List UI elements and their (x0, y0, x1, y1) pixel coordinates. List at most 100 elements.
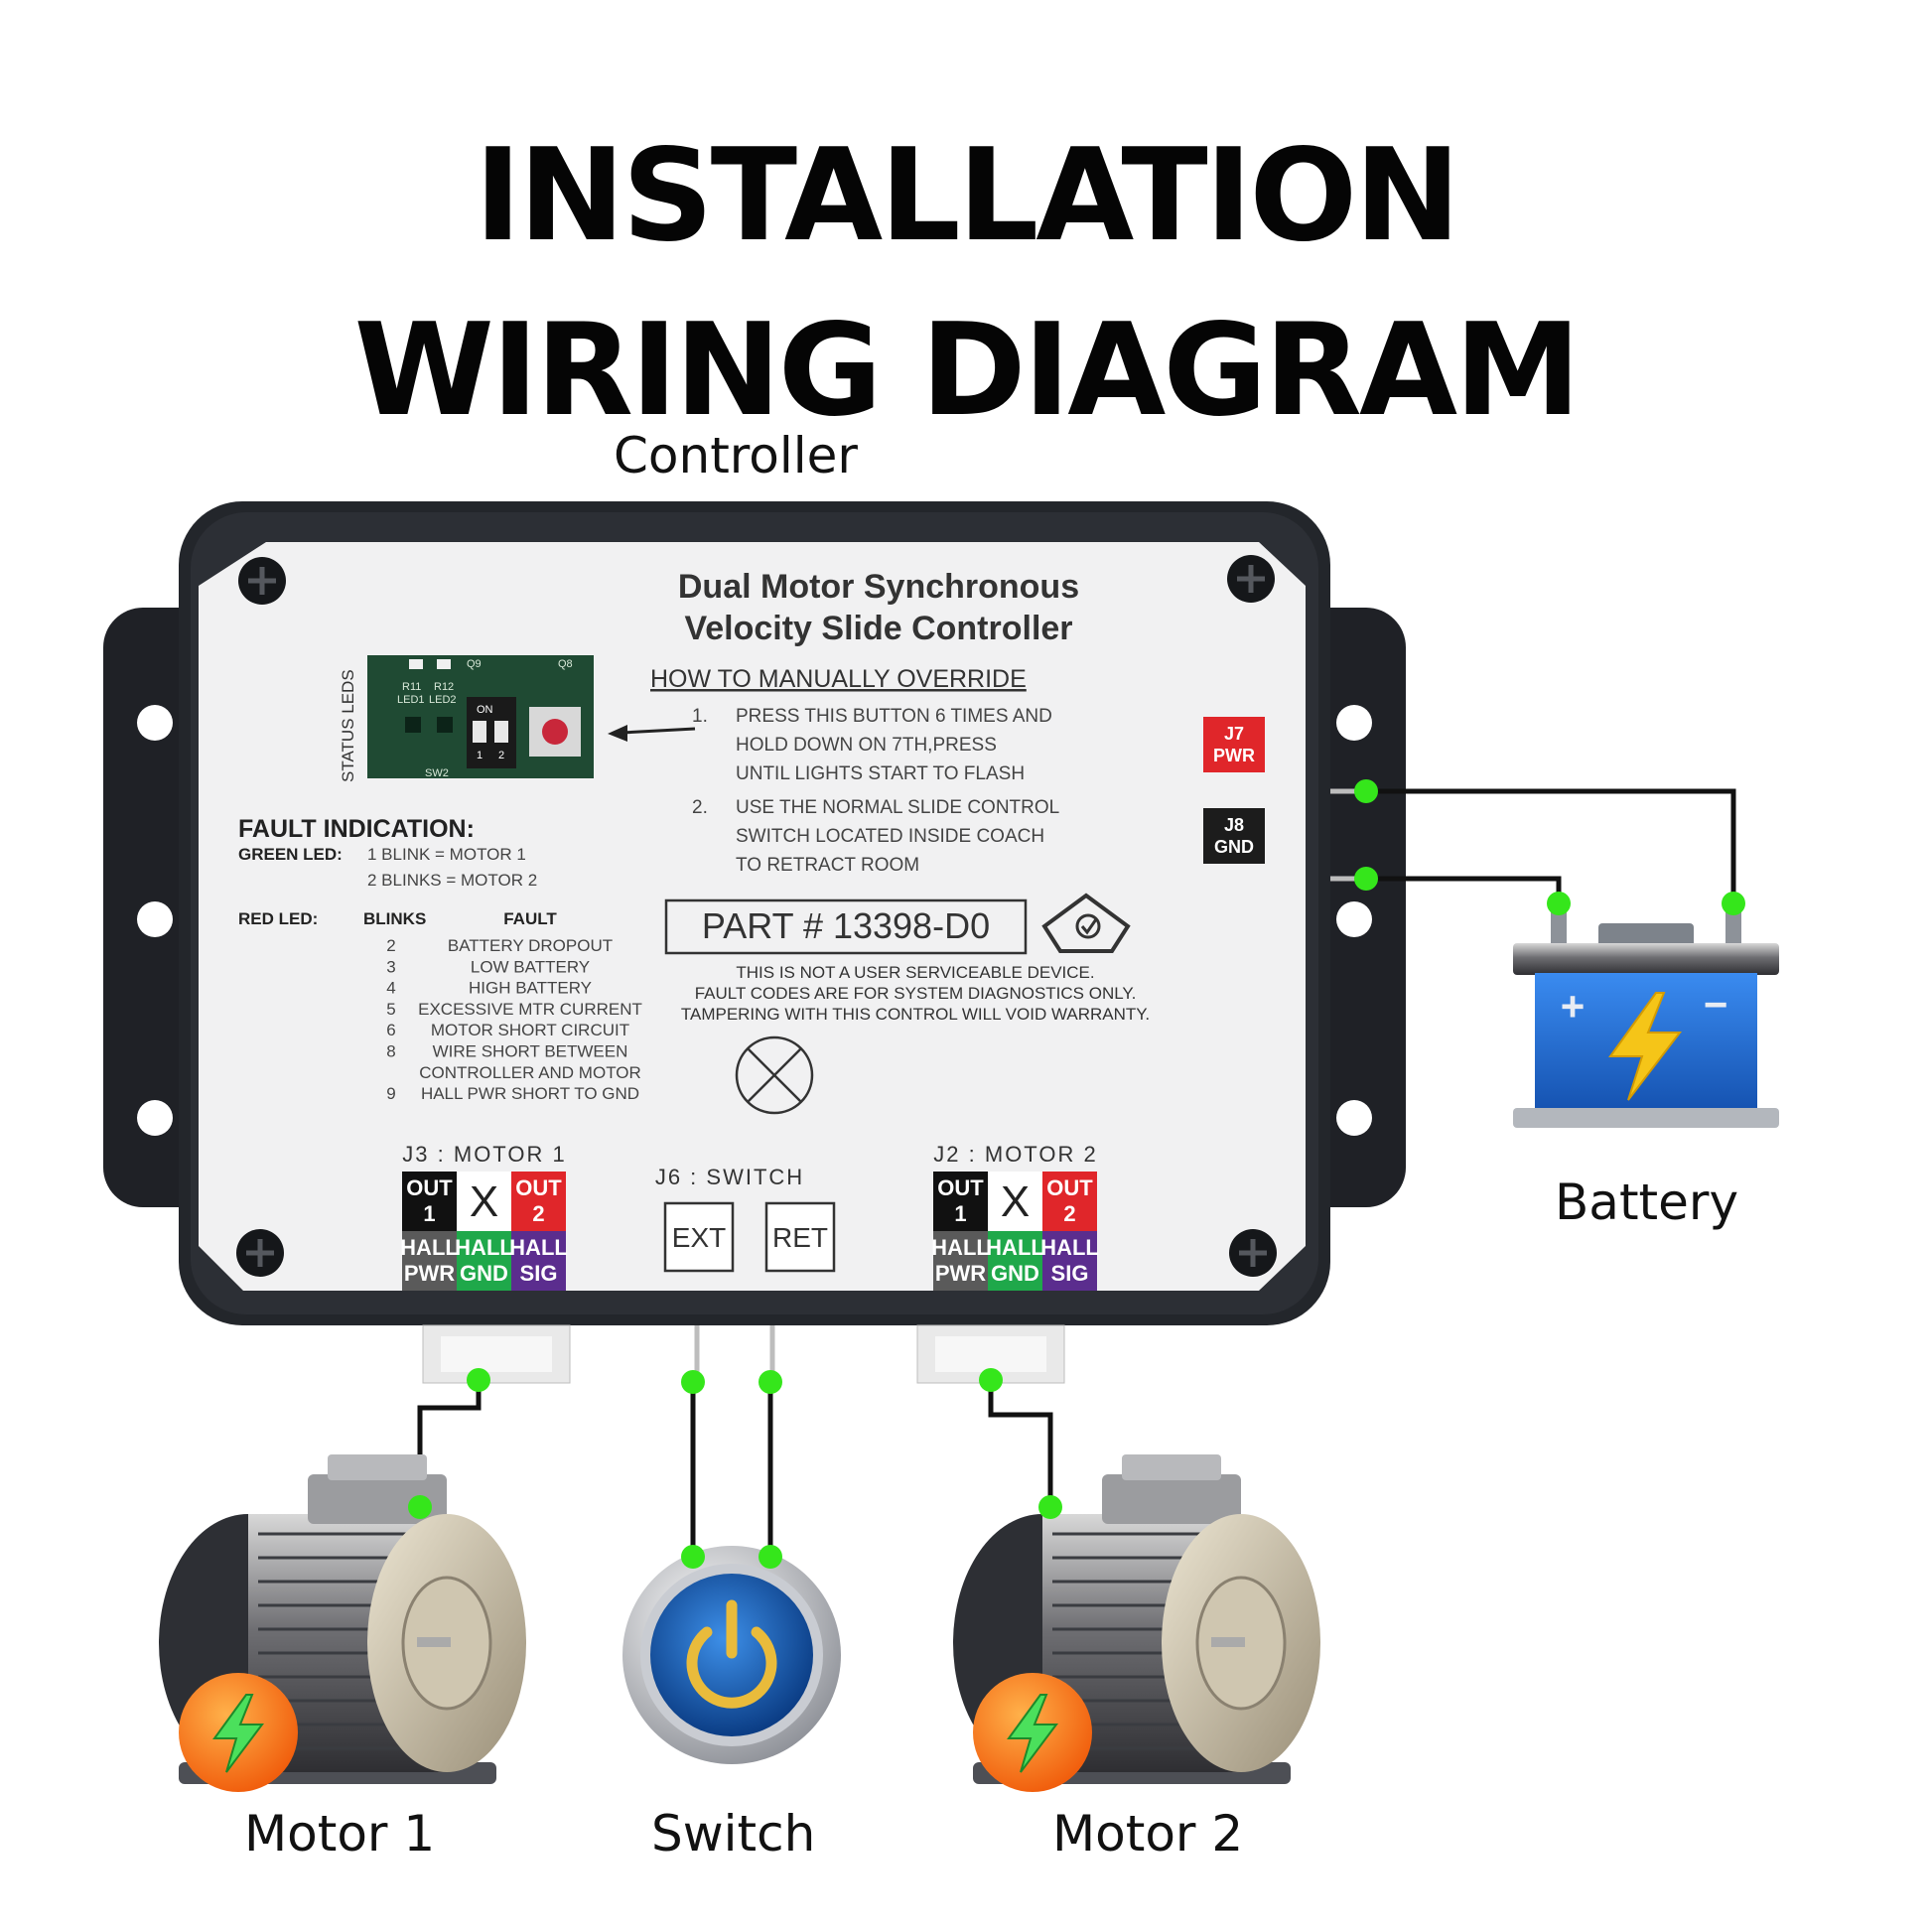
j7-pwr-badge: J7 PWR (1203, 717, 1265, 772)
connection-node (467, 1368, 490, 1392)
j3-block-x-pin: X (457, 1172, 511, 1231)
svg-text:GND: GND (991, 1261, 1039, 1286)
pcb-sw-2: 2 (498, 750, 504, 761)
notice-line: TAMPERING WITH THIS CONTROL WILL VOID WA… (681, 1005, 1150, 1024)
svg-text:OUT: OUT (937, 1175, 984, 1200)
mounting-holes (137, 705, 1372, 1136)
connection-node (1354, 779, 1378, 803)
svg-text:HALL: HALL (986, 1235, 1044, 1260)
pcb-q8: Q8 (558, 658, 573, 670)
connection-node (408, 1495, 432, 1519)
fault-description: MOTOR SHORT CIRCUIT (431, 1021, 629, 1039)
fault-blink-count: 3 (386, 957, 395, 976)
connection-node (1722, 892, 1745, 915)
part-number-box: PART # 13398-D0 (664, 898, 1028, 955)
status-led-pcb: R11 R12 LED1 LED2 Q9 Q8 ON 1 2 SW2 (367, 655, 594, 779)
j3-block-label: J3 : MOTOR 1 (402, 1142, 566, 1167)
pcb-sw-label: SW2 (425, 767, 449, 779)
battery-label: Battery (1555, 1173, 1739, 1231)
svg-text:HALL: HALL (400, 1235, 459, 1260)
j6-ret-terminal: RET (764, 1201, 836, 1273)
override-step2-line: SWITCH LOCATED INSIDE COACH (736, 826, 1044, 847)
svg-text:PWR: PWR (404, 1261, 455, 1286)
blinks-column-header: BLINKS (363, 909, 426, 928)
connection-nodes (408, 779, 1745, 1569)
title-line-1: INSTALLATION (474, 122, 1461, 270)
override-step1-num: 1. (692, 706, 708, 727)
status-leds-label: STATUS LEDS (339, 669, 357, 782)
wires (417, 788, 1736, 1557)
svg-text:EXT: EXT (672, 1222, 726, 1253)
connection-node (1547, 892, 1571, 915)
fault-blink-count: 4 (386, 979, 395, 998)
override-arrow-icon (608, 725, 696, 742)
pcb-led2: LED2 (429, 694, 457, 706)
fault-description: EXCESSIVE MTR CURRENT (418, 1000, 642, 1019)
connection-node (979, 1368, 1003, 1392)
svg-text:J8: J8 (1224, 815, 1244, 835)
fault-blink-count: 6 (386, 1021, 395, 1039)
motor2-label: Motor 2 (1052, 1805, 1244, 1863)
svg-text:SIG: SIG (1051, 1261, 1089, 1286)
fault-description: HALL PWR SHORT TO GND (421, 1084, 639, 1103)
lightning-icon (179, 1673, 298, 1792)
svg-text:+: + (1561, 983, 1586, 1030)
override-step2-line: USE THE NORMAL SLIDE CONTROL (736, 797, 1059, 818)
svg-text:HALL: HALL (1040, 1235, 1099, 1260)
wire-motor2 (988, 1380, 1053, 1507)
lamp-symbol-icon (735, 1035, 814, 1115)
svg-text:RET: RET (772, 1222, 828, 1253)
svg-text:1: 1 (423, 1201, 435, 1226)
fault-description: HIGH BATTERY (469, 979, 592, 998)
override-step2-num: 2. (692, 797, 708, 818)
svg-text:2: 2 (532, 1201, 544, 1226)
connection-node (681, 1545, 705, 1569)
fault-blink-count: 5 (386, 1000, 395, 1019)
motor-icon (159, 1454, 526, 1792)
part-number: PART # 13398-D0 (702, 905, 990, 946)
svg-text:PWR: PWR (935, 1261, 986, 1286)
pcb-on: ON (477, 704, 493, 716)
pcb-r11: R11 (402, 681, 421, 693)
svg-text:HALL: HALL (931, 1235, 990, 1260)
connection-node (1354, 867, 1378, 891)
green-led-label: GREEN LED: (238, 845, 343, 864)
lightning-icon (973, 1673, 1092, 1792)
connection-node (681, 1370, 705, 1394)
connection-node (759, 1370, 782, 1394)
panel-title-1: Dual Motor Synchronous (678, 568, 1079, 606)
green-led-row: 1 BLINK = MOTOR 1 (367, 845, 526, 864)
svg-text:X: X (470, 1177, 498, 1226)
page-title: INSTALLATION WIRING DIAGRAM (0, 109, 1932, 459)
j2-block-label: J2 : MOTOR 2 (933, 1142, 1097, 1167)
fault-description: WIRE SHORT BETWEEN (433, 1042, 628, 1061)
svg-text:1: 1 (954, 1201, 966, 1226)
svg-text:HALL: HALL (509, 1235, 568, 1260)
override-step2-line: TO RETRACT ROOM (736, 855, 919, 876)
override-step1-line: HOLD DOWN ON 7TH,PRESS (736, 735, 997, 756)
connection-node (759, 1545, 782, 1569)
switch-label: Switch (651, 1805, 816, 1863)
controller-label: Controller (614, 427, 858, 484)
svg-text:OUT: OUT (515, 1175, 562, 1200)
pcb-led1: LED1 (397, 694, 425, 706)
override-button[interactable] (542, 719, 568, 745)
red-led-label: RED LED: (238, 909, 318, 928)
j2-block-x-pin: X (988, 1172, 1042, 1231)
override-heading: HOW TO MANUALLY OVERRIDE (650, 665, 1027, 693)
fault-blink-count: 2 (386, 936, 395, 955)
override-step1-line: PRESS THIS BUTTON 6 TIMES AND (736, 706, 1052, 727)
corner-screws (236, 555, 1277, 1277)
switch-leads (694, 1325, 775, 1382)
svg-text:GND: GND (460, 1261, 508, 1286)
